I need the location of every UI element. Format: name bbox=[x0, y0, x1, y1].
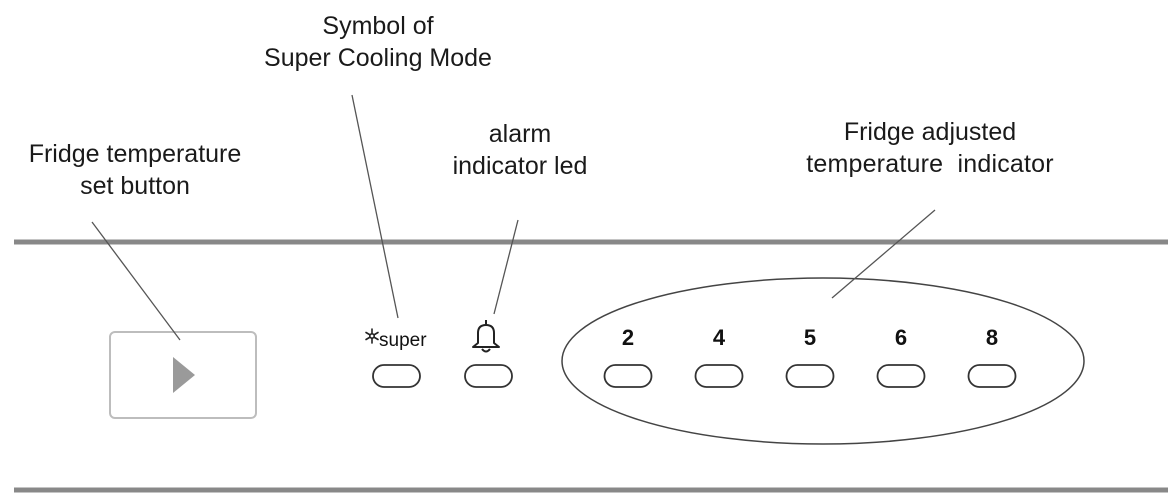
alarm-indicator-label: alarm indicator led bbox=[430, 118, 610, 182]
adjusted-temp-label-line-1: Fridge adjusted bbox=[843, 118, 1017, 146]
adjusted-temperature-indicator-label: Fridge adjusted temperature indicator bbox=[770, 116, 1090, 180]
leader-line-set-button bbox=[91, 221, 181, 341]
set-button-label-line-2: set button bbox=[80, 172, 190, 200]
super-mode-button[interactable] bbox=[372, 364, 421, 388]
fridge-temperature-set-button[interactable] bbox=[109, 331, 257, 419]
alarm-indicator-button[interactable] bbox=[464, 364, 513, 388]
leader-line-super-mode bbox=[351, 94, 399, 319]
super-cooling-label-line-2: Super Cooling Mode bbox=[264, 44, 492, 72]
temperature-level-6-label: 6 bbox=[895, 325, 907, 350]
temperature-level-4-label: 4 bbox=[713, 325, 726, 350]
temperature-level-8-indicator[interactable] bbox=[967, 364, 1017, 388]
temperature-indicator-group-ellipse bbox=[561, 277, 1085, 445]
bell-icon bbox=[472, 320, 500, 353]
alarm-label-line-1: alarm bbox=[488, 120, 552, 148]
leader-line-alarm bbox=[493, 219, 519, 315]
temperature-level-8-label: 8 bbox=[986, 325, 998, 350]
temperature-level-2-indicator[interactable] bbox=[603, 364, 653, 388]
set-button-label: Fridge temperature set button bbox=[0, 138, 270, 202]
temperature-level-5-label: 5 bbox=[804, 325, 816, 350]
snowflake-icon bbox=[365, 328, 379, 344]
temperature-levels: 2 4 5 6 8 bbox=[603, 325, 1017, 388]
temperature-level-2-label: 2 bbox=[622, 325, 634, 350]
play-triangle-icon bbox=[173, 357, 195, 393]
leader-line-adjusted-temp bbox=[831, 209, 936, 299]
adjusted-temp-label-line-2: temperature indicator bbox=[806, 150, 1054, 178]
set-button-label-line-1: Fridge temperature bbox=[28, 140, 242, 168]
super-mode-label: super bbox=[379, 330, 427, 351]
temperature-level-6-indicator[interactable] bbox=[876, 364, 926, 388]
super-cooling-label-line-1: Symbol of bbox=[322, 12, 434, 40]
super-cooling-symbol-label: Symbol of Super Cooling Mode bbox=[236, 10, 520, 74]
temperature-level-4-indicator[interactable] bbox=[694, 364, 744, 388]
temperature-level-5-indicator[interactable] bbox=[785, 364, 835, 388]
alarm-label-line-2: indicator led bbox=[452, 152, 588, 180]
